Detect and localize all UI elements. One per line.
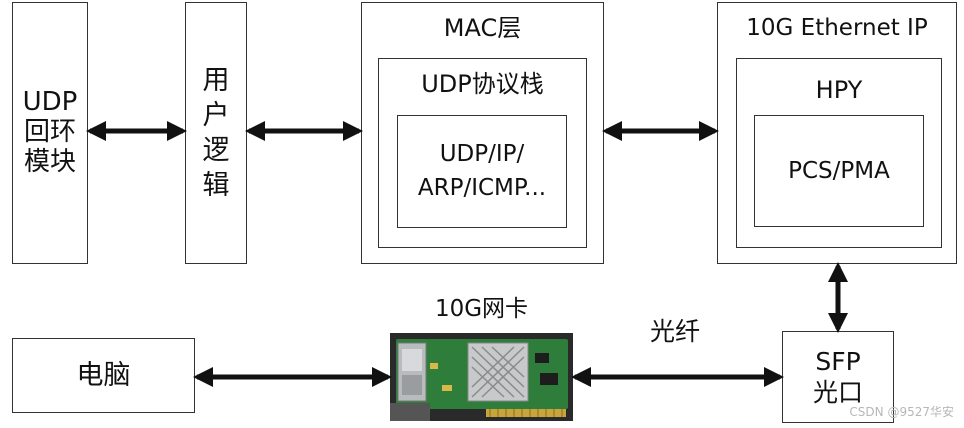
fiber-label: 光纤 — [649, 317, 700, 346]
user-logic-char-3: 逻 — [202, 135, 230, 166]
user-logic-char-2: 户 — [202, 99, 230, 131]
pc-label: 电脑 — [76, 359, 131, 391]
pcs-pma-block: PCS/PMA — [754, 115, 924, 227]
sfp-line-1: SFP — [815, 346, 861, 376]
user-logic-label: 用 户 逻 辑 — [186, 3, 246, 263]
pcs-pma-label: PCS/PMA — [788, 157, 890, 184]
sfp-line-2: 光口 — [812, 378, 863, 407]
udp-loopback-line-2: 回环 — [23, 117, 76, 148]
protocol-label: UDP/IP/ ARP/ICMP... — [398, 116, 566, 227]
user-logic-char-1: 用 — [202, 64, 230, 96]
udp-stack-title: UDP协议栈 — [421, 70, 544, 98]
mac-layer-title: MAC层 — [443, 14, 522, 42]
hpy-title: HPY — [815, 76, 863, 104]
udp-loopback-module: UDP 回环 模块 — [12, 2, 88, 264]
watermark: CSDN @9527华安 — [849, 405, 954, 419]
mac-layer-block: MAC层 UDP协议栈 UDP/IP/ ARP/ICMP... — [361, 2, 604, 264]
sfp-port-label: SFP 光口 — [783, 332, 893, 422]
protocol-block: UDP/IP/ ARP/ICMP... — [397, 115, 567, 228]
pc-block: 电脑 — [12, 338, 195, 413]
nic-card-image — [390, 333, 573, 421]
udp-loopback-label: UDP 回环 模块 — [13, 3, 87, 263]
protocol-line-2: ARP/ICMP... — [417, 174, 547, 201]
ethernet-ip-title: 10G Ethernet IP — [746, 15, 928, 41]
hpy-block: HPY PCS/PMA — [736, 58, 942, 248]
udp-loopback-line-1: UDP — [22, 87, 78, 118]
protocol-line-1: UDP/IP/ — [439, 141, 525, 168]
udp-stack-block: UDP协议栈 UDP/IP/ ARP/ICMP... — [378, 58, 587, 248]
nic-label: 10G网卡 — [434, 296, 529, 322]
ethernet-ip-block: 10G Ethernet IP HPY PCS/PMA — [717, 2, 957, 264]
udp-loopback-line-3: 模块 — [23, 146, 76, 177]
user-logic-char-4: 辑 — [202, 170, 230, 202]
